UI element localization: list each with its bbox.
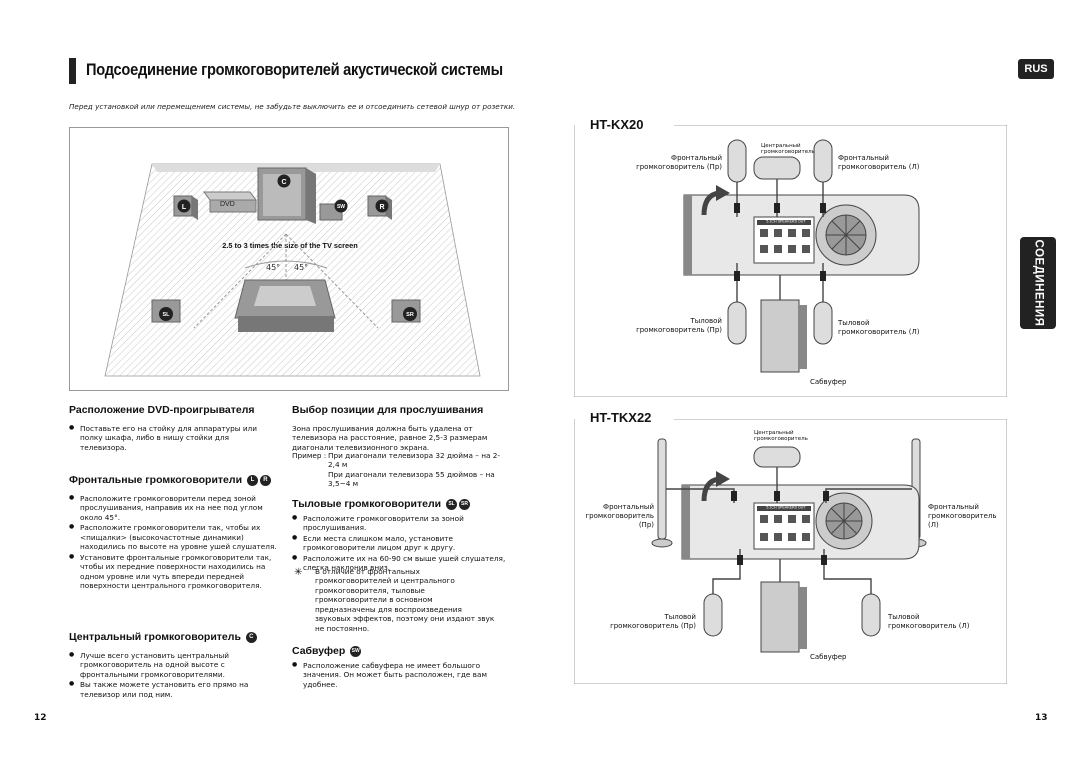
badge-c: C [277,174,291,188]
center-speaker-heading: Центральный громкоговоритель C [69,631,257,643]
room-diagram-svg: DVD 2.5 to 3 times the size of the TV sc… [104,163,481,377]
list-item: Поставьте его на стойку для аппаратуры и… [69,424,269,452]
dvd-position-list: Поставьте его на стойку для аппаратуры и… [69,424,269,453]
dvd-label: DVD [220,201,235,208]
rear-right-speaker-icon [703,593,723,637]
page-number-left: 12 [34,713,47,723]
dvd-position-heading: Расположение DVD-проигрывателя [69,404,255,416]
example-label: Пример : [292,451,327,460]
svg-text:SR: SR [406,312,414,318]
subwoofer-icon [760,299,807,373]
panel-label: 5.1CH SPEAKERS OUT [766,220,806,224]
badge-r: R [259,474,271,486]
dvd-player-icon [203,191,257,213]
badge-sr: SR [459,498,471,510]
subwoofer-icon [760,581,807,653]
center-speaker-icon [753,156,801,180]
badge-r: R [375,199,389,213]
section-side-tab: СОЕДИНЕНИЯ [1020,237,1056,329]
front-speakers-list: Расположите громкоговорители перед зоной… [69,494,279,592]
section-side-tab-label: СОЕДИНЕНИЯ [1032,239,1044,327]
subtitle-warning: Перед установкой или перемещением систем… [69,102,516,111]
angle-left-label: 45° [266,263,280,272]
listening-position-heading: Выбор позиции для прослушивания [292,404,484,416]
example-55: При диагонали телевизора 55 дюймов – на … [328,470,495,489]
angle-right-label: 45° [294,263,308,272]
svg-text:SL: SL [162,312,170,318]
rear-speakers-list: Расположите громкоговорители за зоной пр… [292,514,507,574]
page-number-right: 13 [1035,713,1048,723]
list-item: Лучше всего установить центральный громк… [69,651,269,679]
title-bar-decoration [69,58,76,84]
list-item: Расположите их на 60-90 см выше ушей слу… [292,554,507,573]
badge-l: L [246,474,258,486]
language-tab: RUS [1018,59,1054,79]
svg-text:R: R [379,204,384,211]
center-speaker-icon [753,446,801,468]
svg-text:SW: SW [337,204,345,210]
receiver-back-panel [683,194,920,276]
listening-position-text: Зона прослушивания должна быть удалена о… [292,424,488,452]
tkx22-subwoofer-label: Сабвуфер [810,653,847,661]
badge-l: L [177,199,191,213]
note-mark: ✳ [294,567,303,578]
badge-sw: SW [334,199,348,213]
rear-left-speaker-icon [813,301,833,345]
svg-text:L: L [182,204,187,211]
list-item: Если места слишком мало, установите гром… [292,534,507,553]
rear-right-speaker-icon [727,301,747,345]
list-item: Расположите громкоговорители за зоной пр… [292,514,507,533]
list-item: Расположение сабвуфера не имеет большого… [292,661,507,689]
page-title: Подсоединение громкоговорителей акустиче… [86,60,503,79]
center-speaker-list: Лучше всего установить центральный громк… [69,651,269,700]
front-right-speaker-icon [727,139,747,183]
list-item: Установите фронтальные громкоговорители … [69,553,279,591]
kx20-model-heading: HT-KX20 [586,117,648,132]
kx20-subwoofer-label: Сабвуфер [810,378,847,386]
panel-label: 5.1CH SPEAKERS OUT [766,506,806,510]
tkx22-model-heading: HT-TKX22 [586,410,656,425]
front-left-speaker-icon [813,139,833,183]
tkx22-diagram-svg: 5.1CH SPEAKERS OUT [573,418,1008,685]
screen-distance-note: 2.5 to 3 times the size of the TV screen [222,241,358,250]
subwoofer-heading: Сабвуфер SW [292,645,362,657]
badge-c: C [245,631,257,643]
badge-sl: SL [446,498,458,510]
room-diagram: DVD 2.5 to 3 times the size of the TV sc… [69,127,509,391]
list-item: Расположите громкоговорители перед зоной… [69,494,279,522]
sofa-icon [234,279,336,332]
subwoofer-list: Расположение сабвуфера не имеет большого… [292,661,507,690]
badge-sw: SW [350,645,362,657]
list-item: Вы также можете установить его прямо на … [69,680,269,699]
badge-sl: SL [159,307,173,321]
front-right-speaker-icon [651,438,673,548]
receiver-back-panel [681,484,920,560]
kx20-diagram-svg: 5.1CH SPEAKERS OUT [573,124,1008,398]
svg-text:C: C [281,179,286,186]
list-item: Расположите громкоговорители так, чтобы … [69,523,279,551]
rear-note: В отличие от фронтальных громкоговорител… [315,567,495,633]
badge-sr: SR [403,307,417,321]
rear-left-speaker-icon [861,593,881,637]
example-32: При диагонали телевизора 32 дюйма – на 2… [328,451,501,470]
